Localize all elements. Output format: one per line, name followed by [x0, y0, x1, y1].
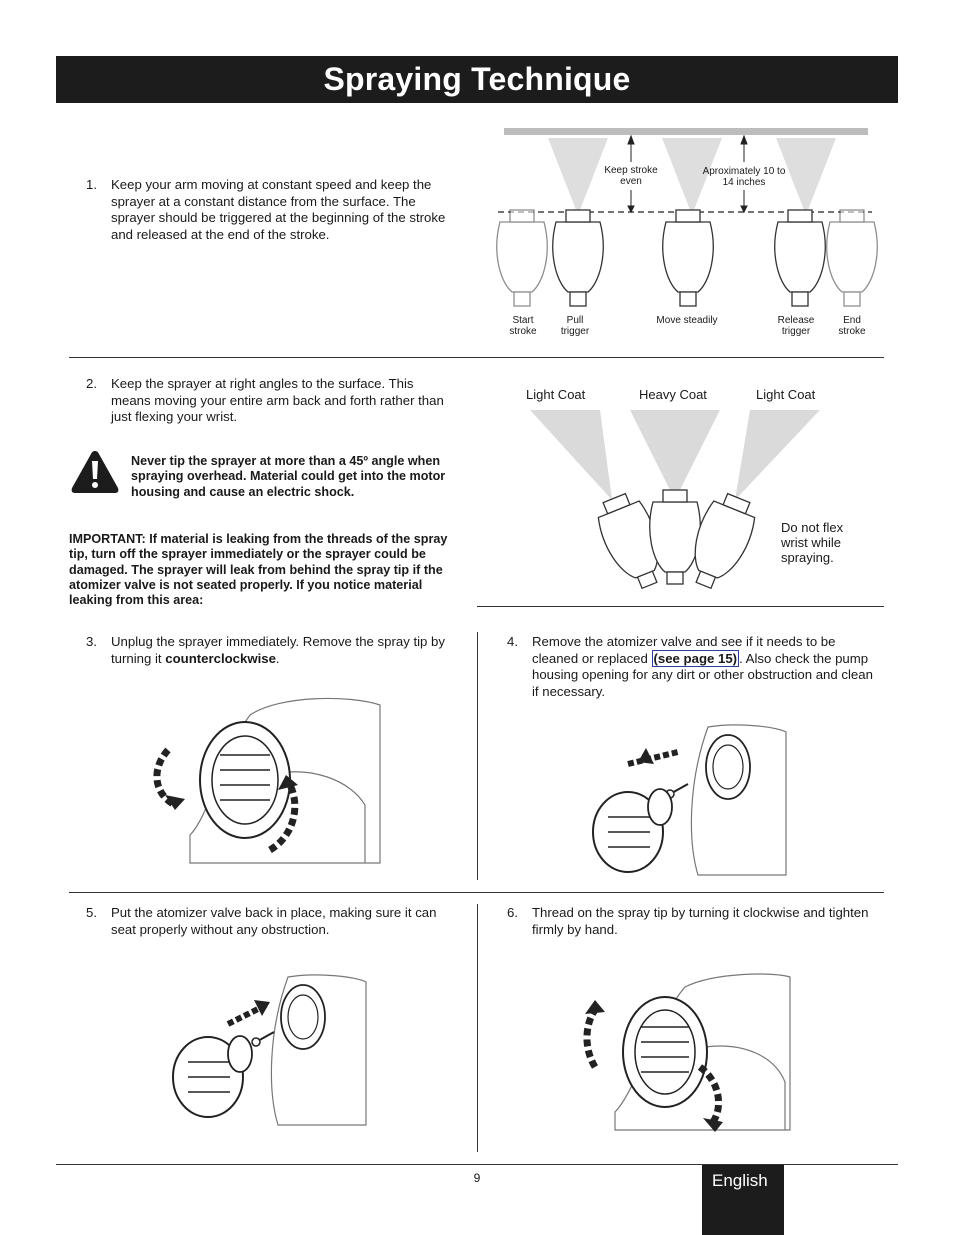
warning-icon [71, 451, 119, 493]
divider [69, 357, 884, 358]
divider [69, 892, 884, 893]
step-number: 2. [86, 376, 97, 391]
column-divider [477, 632, 478, 880]
label-keep-stroke-even: Keep stroke even [604, 165, 658, 187]
label-light-coat-left: Light Coat [526, 387, 586, 402]
remove-atomizer-valve-illustration [592, 724, 787, 876]
step-6: 6. Thread on the spray tip by turning it… [507, 905, 887, 945]
emphasis-counterclockwise: counterclockwise [165, 650, 276, 666]
step-text: Unplug the sprayer immediately. Remove t… [111, 634, 445, 666]
step-4: 4. Remove the atomizer valve and see if … [507, 634, 887, 704]
stroke-technique-illustration [496, 128, 878, 307]
label-pull-trigger: Pull trigger [560, 315, 590, 337]
label-light-coat-right: Light Coat [756, 387, 816, 402]
step-text: Put the atomizer valve back in place, ma… [111, 905, 437, 937]
label-release-trigger: Release trigger [777, 315, 815, 337]
step-text: Keep your arm moving at constant speed a… [111, 177, 446, 242]
step-1: 1. Keep your arm moving at constant spee… [86, 177, 466, 247]
language-label: English [712, 1171, 768, 1190]
page-title: Spraying Technique [323, 61, 631, 97]
footer-rule [56, 1164, 898, 1165]
remove-spray-tip-illustration [153, 697, 381, 864]
divider [477, 606, 884, 607]
replace-atomizer-valve-illustration [172, 974, 367, 1126]
thread-spray-tip-illustration [583, 973, 791, 1132]
label-aproximately: Aproximately 10 to 14 inches [702, 166, 786, 188]
warning-text: Never tip the sprayer at more than a 45º… [131, 454, 446, 499]
label-heavy-coat: Heavy Coat [639, 387, 707, 402]
step-number: 3. [86, 634, 97, 649]
important-note: IMPORTANT: If material is leaking from t… [69, 532, 448, 608]
step-5: 5. Put the atomizer valve back in place,… [86, 905, 466, 945]
step-number: 1. [86, 177, 97, 192]
column-divider [477, 904, 478, 1152]
label-end-stroke: End stroke [838, 315, 866, 337]
label-do-not-flex: Do not flex wrist while spraying. [781, 520, 844, 565]
title-bar: Spraying Technique [56, 56, 898, 103]
page-number: 9 [473, 1171, 481, 1185]
step-number: 5. [86, 905, 97, 920]
step-3: 3. Unplug the sprayer immediately. Remov… [86, 634, 466, 674]
coat-angle-illustration [530, 410, 820, 590]
label-move-steadily: Move steadily [656, 315, 718, 326]
step-number: 6. [507, 905, 518, 920]
step-number: 4. [507, 634, 518, 649]
step-text: Thread on the spray tip by turning it cl… [532, 905, 869, 937]
step-text: Remove the atomizer valve and see if it … [532, 634, 873, 699]
step-text: Keep the sprayer at right angles to the … [111, 376, 444, 425]
step-2: 2. Keep the sprayer at right angles to t… [86, 376, 466, 431]
label-start-stroke: Start stroke [509, 315, 537, 337]
see-page-15-link[interactable]: (see page 15) [651, 649, 740, 667]
language-tab: English [702, 1165, 784, 1235]
